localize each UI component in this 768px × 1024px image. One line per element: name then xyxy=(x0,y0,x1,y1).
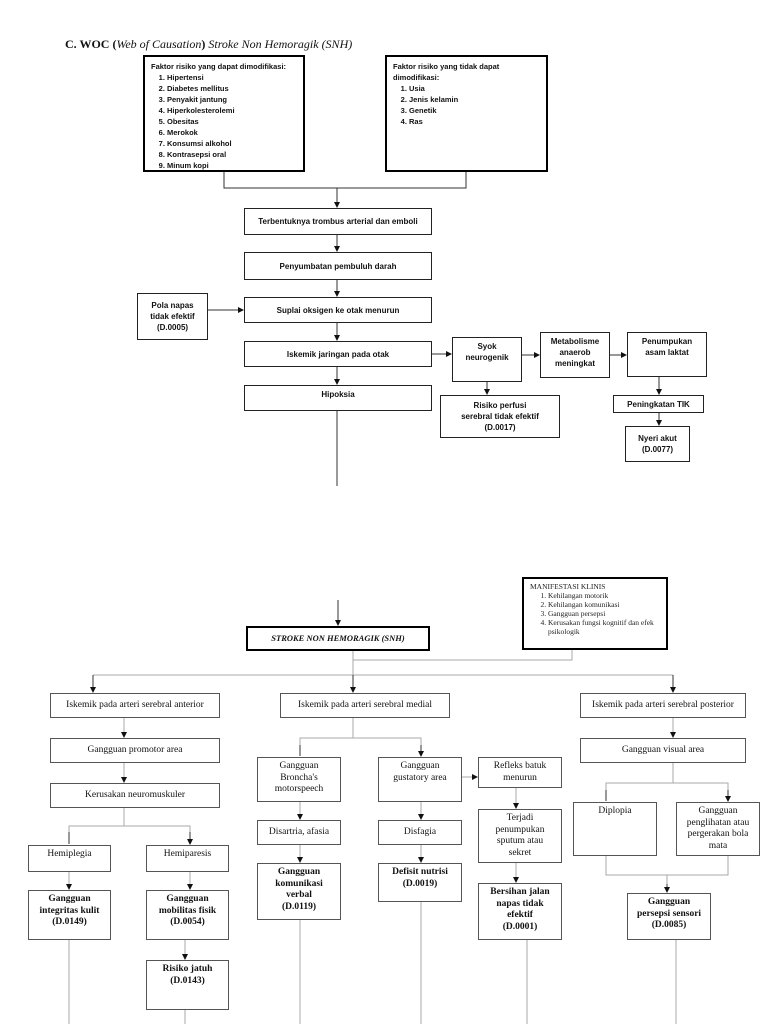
node-sputum: Terjadi penumpukan sputum atau sekret xyxy=(478,809,562,863)
node-medial: Iskemik pada arteri serebral medial xyxy=(280,693,450,718)
list-item: Gangguan persepsi xyxy=(548,609,660,618)
box-heading: MANIFESTASI KLINIS xyxy=(530,582,606,591)
list-item: Kehilangan motorik xyxy=(548,591,660,600)
manifestasi-list: Kehilangan motorikKehilangan komunikasiG… xyxy=(530,591,660,636)
node-disartria: Disartria, afasia xyxy=(257,820,341,845)
node-syok: Syok neurogenik xyxy=(452,337,522,382)
modifiable-risk-box: Faktor risiko yang dapat dimodifikasi: H… xyxy=(143,55,305,172)
node-hipoksia: Hipoksia xyxy=(244,385,432,411)
list-item: Ras xyxy=(409,116,540,127)
list-item: Hipertensi xyxy=(167,72,297,83)
node-trombus: Terbentuknya trombus arterial dan emboli xyxy=(244,208,432,235)
list-item: Kehilangan komunikasi xyxy=(548,600,660,609)
node-integritas-kulit: Gangguan integritas kulit (D.0149) xyxy=(28,890,111,940)
node-penyumbatan: Penyumbatan pembuluh darah xyxy=(244,252,432,280)
list-item: Genetik xyxy=(409,105,540,116)
node-persepsi-sensori: Gangguan persepsi sensori (D.0085) xyxy=(627,893,711,940)
node-iskemik-jaringan: Iskemik jaringan pada otak xyxy=(244,341,432,367)
node-stroke: STROKE NON HEMORAGIK (SNH) xyxy=(246,626,430,651)
list-item: Usia xyxy=(409,83,540,94)
node-diplopia: Diplopia xyxy=(573,802,657,856)
list-item: Hiperkolesterolemi xyxy=(167,105,297,116)
list-item: Diabetes mellitus xyxy=(167,83,297,94)
node-mobilitas-fisik: Gangguan mobilitas fisik (D.0054) xyxy=(146,890,229,940)
node-hemiplegia: Hemiplegia xyxy=(28,845,111,872)
node-anterior: Iskemik pada arteri serebral anterior xyxy=(50,693,220,718)
node-posterior: Iskemik pada arteri serebral posterior xyxy=(580,693,746,718)
list-item: Kontrasepsi oral xyxy=(167,149,297,160)
node-defisit-nutrisi: Defisit nutrisi (D.0019) xyxy=(378,863,462,902)
node-hemiparesis: Hemiparesis xyxy=(146,845,229,872)
list-item: Penyakit jantung xyxy=(167,94,297,105)
risk-list: UsiaJenis kelaminGenetikRas xyxy=(393,83,540,127)
page-title: C. WOC (Web of Causation) Stroke Non Hem… xyxy=(65,37,353,51)
node-gustatory: Gangguan gustatory area xyxy=(378,757,462,802)
list-item: Minum kopi xyxy=(167,160,297,171)
node-neuromuskuler: Kerusakan neuromuskuler xyxy=(50,783,220,808)
list-item: Jenis kelamin xyxy=(409,94,540,105)
node-disfagia: Disfagia xyxy=(378,820,462,845)
node-nyeri-akut: Nyeri akut (D.0077) xyxy=(625,426,690,462)
node-broncha: Gangguan Broncha's motorspeech xyxy=(257,757,341,802)
node-visual-area: Gangguan visual area xyxy=(580,738,746,763)
nonmodifiable-risk-box: Faktor risiko yang tidak dapat dimodifik… xyxy=(385,55,548,172)
manifestasi-box: MANIFESTASI KLINIS Kehilangan motorikKeh… xyxy=(522,577,668,650)
node-penglihatan: Gangguan penglihatan atau pergerakan bol… xyxy=(676,802,760,856)
node-bersihan-jalan-napas: Bersihan jalan napas tidak efektif (D.00… xyxy=(478,883,562,940)
node-pola-napas: Pola napas tidak efektif (D.0005) xyxy=(137,293,208,340)
node-promotor: Gangguan promotor area xyxy=(50,738,220,763)
risk-list: HipertensiDiabetes mellitusPenyakit jant… xyxy=(151,72,297,171)
box-heading: Faktor risiko yang tidak dapat dimodifik… xyxy=(393,62,500,82)
node-risiko-perfusi: Risiko perfusi serebral tidak efektif (D… xyxy=(440,395,560,438)
node-komunikasi-verbal: Gangguan komunikasi verbal (D.0119) xyxy=(257,863,341,920)
list-item: Merokok xyxy=(167,127,297,138)
node-penumpukan: Penumpukan asam laktat xyxy=(627,332,707,377)
list-item: Konsumsi alkohol xyxy=(167,138,297,149)
box-heading: Faktor risiko yang dapat dimodifikasi: xyxy=(151,62,287,71)
list-item: Kerusakan fungsi kognitif dan efek psiko… xyxy=(548,618,660,636)
node-risiko-jatuh: Risiko jatuh (D.0143) xyxy=(146,960,229,1010)
node-refleks-batuk: Refleks batuk menurun xyxy=(478,757,562,788)
node-metabolisme: Metabolisme anaerob meningkat xyxy=(540,332,610,378)
node-peningkatan-tik: Peningkatan TIK xyxy=(613,395,704,413)
node-suplai-oksigen: Suplai oksigen ke otak menurun xyxy=(244,297,432,323)
list-item: Obesitas xyxy=(167,116,297,127)
